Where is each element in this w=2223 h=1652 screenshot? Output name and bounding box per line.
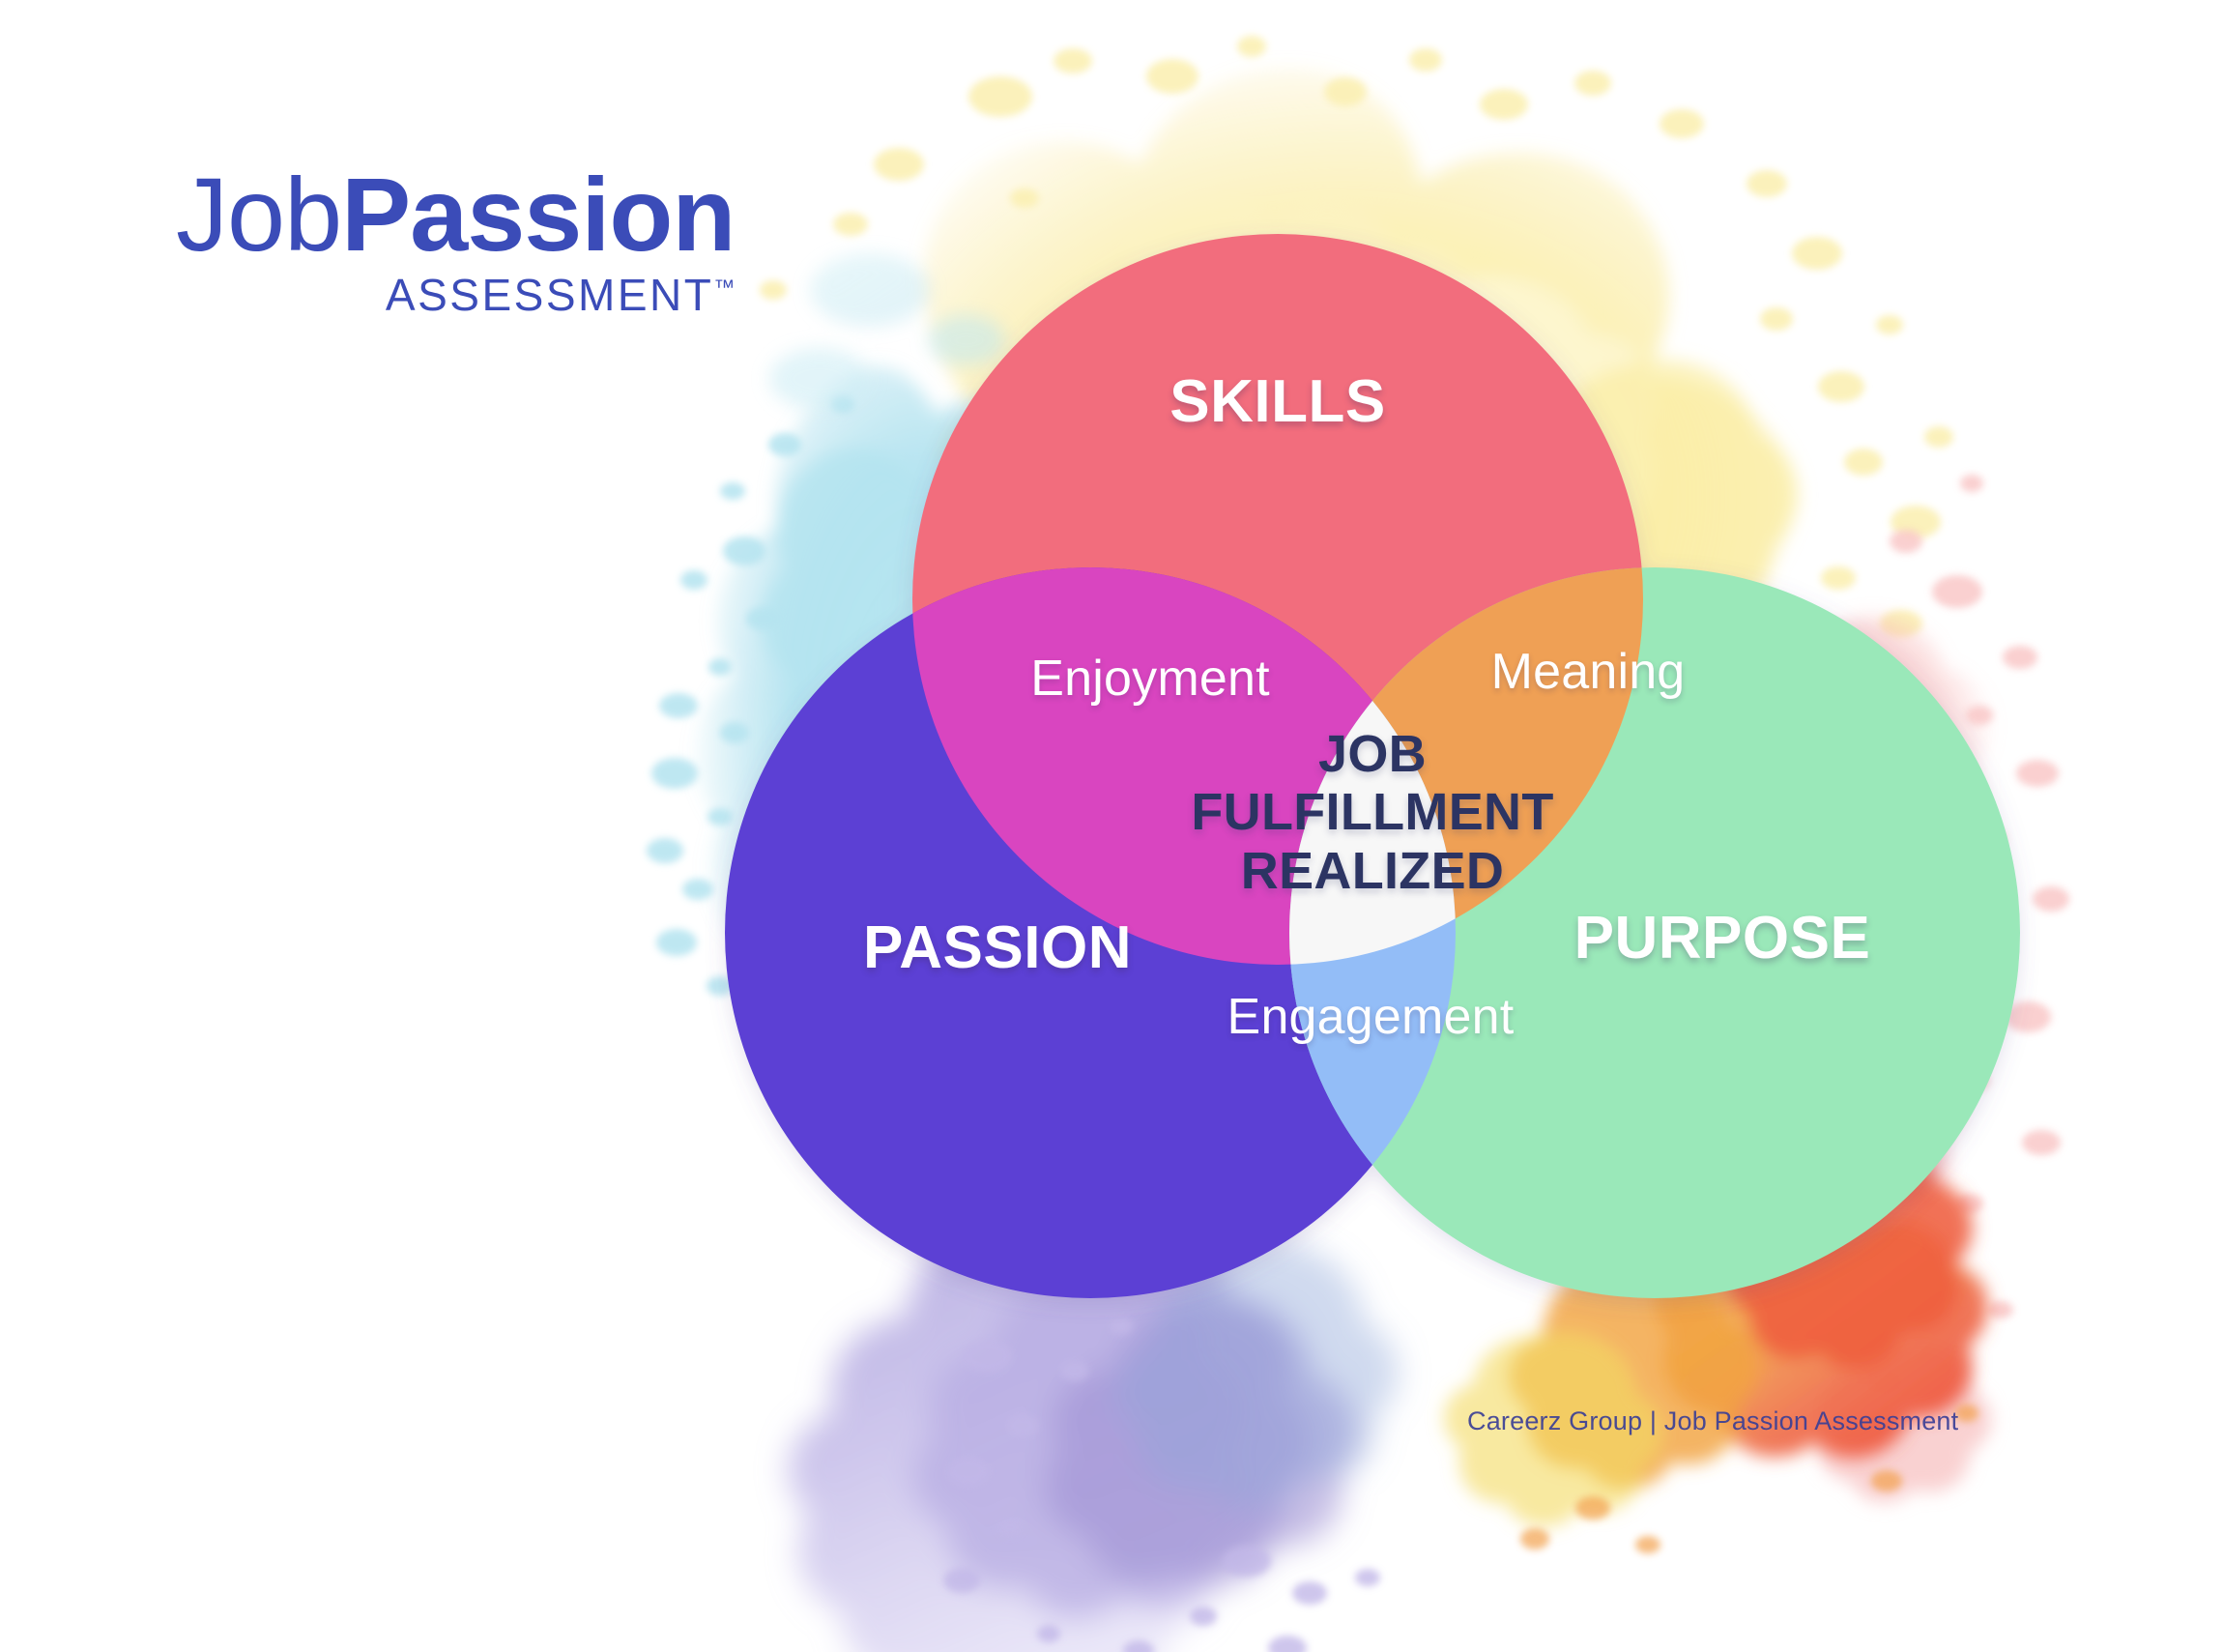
logo-subtitle: ASSESSMENT™ <box>176 273 735 317</box>
footer-credit: Careerz Group | Job Passion Assessment <box>1467 1406 1959 1435</box>
venn-label-skills: SKILLS <box>1169 368 1386 435</box>
logo-word-job: Job <box>176 156 342 273</box>
venn-center-line-2: FULFILLMENT <box>1191 783 1554 842</box>
venn-label-meaning: Meaning <box>1490 644 1686 700</box>
logo-word-passion: Passion <box>341 156 736 273</box>
splash-droplets-yellow <box>760 36 1953 637</box>
venn-label-center: JOB FULFILLMENT REALIZED <box>1160 725 1585 900</box>
venn-label-engagement: Engagement <box>1227 989 1515 1045</box>
logo-subtitle-text: ASSESSMENT <box>385 270 714 320</box>
venn-center-line-1: JOB <box>1318 725 1427 783</box>
brand-logo[interactable]: JobPassion ASSESSMENT™ <box>176 162 736 318</box>
splash-droplets-warm <box>1520 1405 1978 1553</box>
venn-label-purpose: PURPOSE <box>1573 905 1871 971</box>
splash-droplets-lavender <box>943 1318 1380 1652</box>
venn-center-line-3: REALIZED <box>1240 841 1505 900</box>
venn-region-meaning[interactable] <box>1289 567 2020 1298</box>
venn-label-enjoyment: Enjoyment <box>1030 651 1270 707</box>
venn-label-passion: PASSION <box>863 914 1132 981</box>
trademark-icon: ™ <box>713 275 736 300</box>
splash-teal-accents <box>769 253 1904 760</box>
logo-wordmark: JobPassion <box>176 162 736 267</box>
